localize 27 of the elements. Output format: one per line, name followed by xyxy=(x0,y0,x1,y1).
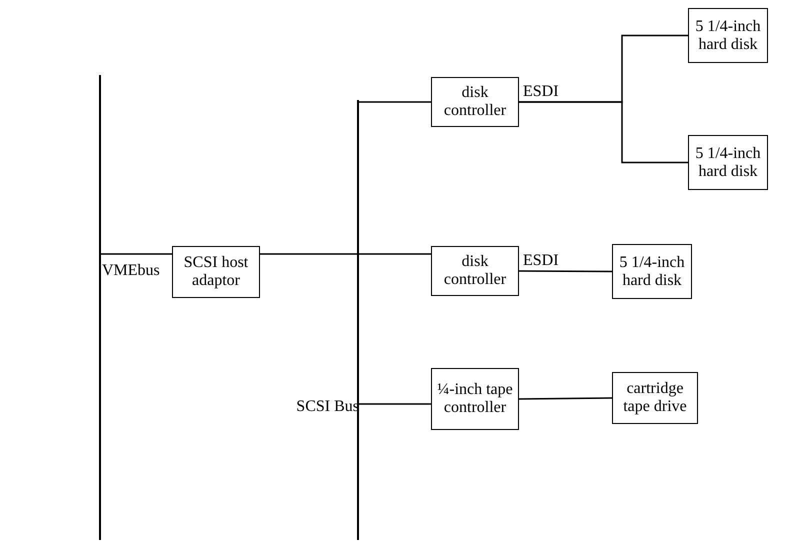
component-box xyxy=(172,246,260,298)
component-box xyxy=(612,372,698,424)
component-box xyxy=(688,135,768,190)
component-box xyxy=(431,77,519,127)
component-label: disk controller xyxy=(442,84,508,120)
component-box xyxy=(612,244,692,299)
bus-line xyxy=(357,100,359,540)
connector-line xyxy=(359,403,431,405)
connector-line xyxy=(359,253,431,255)
component-label: 5 1/4-inch hard disk xyxy=(618,254,686,290)
connector-line xyxy=(519,101,688,164)
connector-line xyxy=(101,253,172,255)
component-label: cartridge tape drive xyxy=(622,380,688,416)
component-label: ¼-inch tape controller xyxy=(436,381,514,417)
component-box xyxy=(688,8,768,63)
connector-line xyxy=(260,253,357,255)
component-label: SCSI host adaptor xyxy=(182,254,250,290)
component-label: disk controller xyxy=(442,253,508,289)
connector-line xyxy=(519,270,612,272)
bus-line xyxy=(99,75,101,540)
connector-line xyxy=(359,101,431,103)
component-box xyxy=(431,368,519,430)
connector-line xyxy=(519,397,612,400)
bus-label: VMEbus xyxy=(102,262,160,280)
component-label: 5 1/4-inch hard disk xyxy=(694,144,762,180)
component-label: 5 1/4-inch hard disk xyxy=(694,18,762,54)
component-box xyxy=(431,246,519,296)
